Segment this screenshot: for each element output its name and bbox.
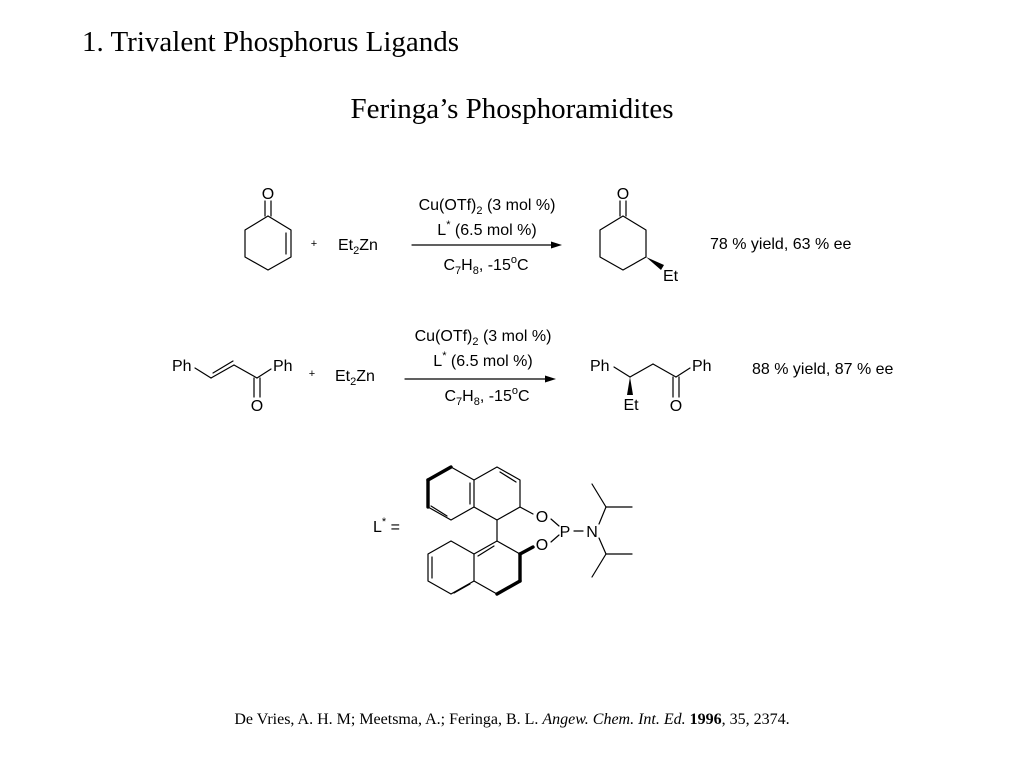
- slide-subtitle: Feringa’s Phosphoramidites: [350, 93, 674, 125]
- diethylzinc-reagent: Et2Zn: [338, 237, 378, 257]
- phosphoramidite-structure: O O P N: [426, 465, 633, 596]
- diethylzinc-reagent: Et2Zn: [335, 368, 375, 388]
- product-ethyl-label: Et: [663, 268, 679, 285]
- product-phenyl-right: Ph: [692, 358, 712, 375]
- solvent-temperature-condition: C7H8, -15oC: [443, 254, 528, 277]
- ligand-phosphorus: P: [560, 524, 571, 541]
- chalcone-phenyl-left: Ph: [172, 358, 192, 375]
- chalcone-phenyl-right: Ph: [273, 358, 293, 375]
- reaction-scheme: O + Et2Zn Cu(OTf)2 (3 mol %) L* (6.5 mol…: [172, 186, 894, 596]
- ligand-oxygen-1: O: [536, 509, 548, 526]
- reaction-2: Ph Ph O + Et2Zn Cu(OTf)2 (3 mol %) L* (6…: [172, 328, 894, 415]
- ligand-nitrogen: N: [586, 524, 598, 541]
- solvent-temperature-condition: C7H8, -15oC: [444, 385, 529, 408]
- citation: De Vries, A. H. M; Meetsma, A.; Feringa,…: [234, 711, 790, 728]
- plus-sign: +: [311, 238, 317, 250]
- product-oxygen-label: O: [670, 398, 682, 415]
- catalyst-condition: Cu(OTf)2 (3 mol %): [415, 328, 552, 348]
- product-ketone-structure: Ph Ph Et O: [590, 358, 712, 415]
- cyclohexenone-structure: O: [244, 186, 292, 271]
- reaction-2-result: 88 % yield, 87 % ee: [752, 361, 894, 378]
- reaction-1: O + Et2Zn Cu(OTf)2 (3 mol %) L* (6.5 mol…: [244, 186, 852, 285]
- reaction-1-result: 78 % yield, 63 % ee: [710, 236, 852, 253]
- chalcone-oxygen-label: O: [251, 398, 263, 415]
- product-ethyl-label: Et: [623, 397, 639, 414]
- ligand-definition: L* = O O P: [373, 465, 633, 596]
- plus-sign: +: [309, 368, 315, 380]
- ligand-condition: L* (6.5 mol %): [437, 219, 536, 239]
- ethylcyclohexanone-structure: O Et: [599, 186, 679, 285]
- chalcone-structure: Ph Ph O: [172, 358, 293, 415]
- catalyst-condition: Cu(OTf)2 (3 mol %): [419, 197, 556, 217]
- carbonyl-oxygen-label: O: [262, 186, 274, 203]
- product-oxygen-label: O: [617, 186, 629, 203]
- product-phenyl-left: Ph: [590, 358, 610, 375]
- ligand-condition: L* (6.5 mol %): [433, 350, 532, 370]
- slide-heading: 1. Trivalent Phosphorus Ligands: [82, 26, 460, 58]
- ligand-label: L* =: [373, 516, 400, 536]
- ligand-oxygen-2: O: [536, 537, 548, 554]
